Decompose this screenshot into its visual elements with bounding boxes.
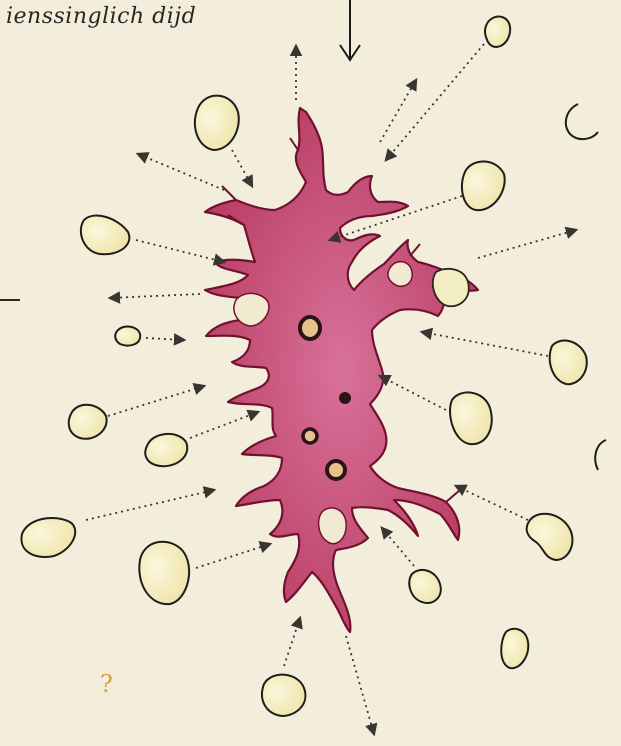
crescent-particle — [566, 104, 598, 139]
main-down-arrow — [340, 0, 360, 60]
branched-cell — [205, 108, 478, 632]
crescent-particle-2 — [595, 440, 606, 470]
